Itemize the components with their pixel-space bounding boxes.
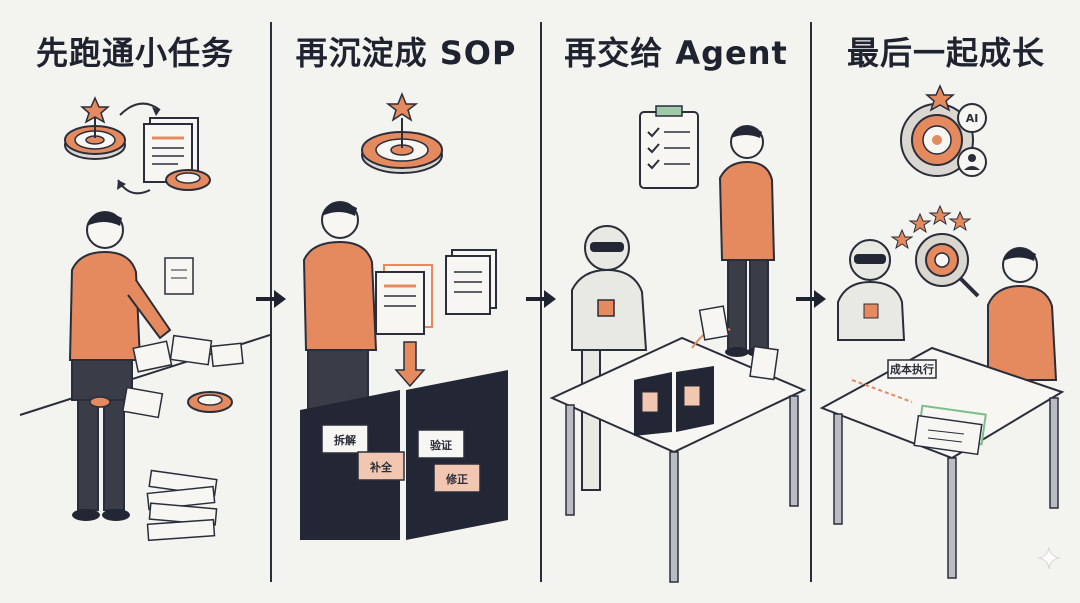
target-icon [362, 94, 442, 173]
scene-small-task [0, 80, 270, 600]
target-icon [65, 98, 125, 159]
scene-grow-together: AI [812, 80, 1080, 600]
panel-title: 最后一起成长 [812, 28, 1080, 74]
magnifier-icon [916, 234, 978, 296]
person-icon [988, 248, 1056, 380]
exec-card: 成本执行 [888, 360, 936, 378]
panel-title: 先跑通小任务 [0, 28, 270, 74]
sop-tag-decompose: 拆解 [334, 433, 356, 447]
person-icon [304, 202, 376, 410]
sop-tag-verify: 验证 [430, 438, 452, 452]
panel-hand-to-agent: 再交给 Agent [542, 0, 810, 603]
robot-icon [572, 226, 646, 490]
ai-badge: AI [958, 104, 986, 132]
panel-title: 再沉淀成 SOP [272, 28, 540, 74]
sparkle-icon [1038, 547, 1060, 569]
person-avatar-icon [958, 148, 986, 176]
paper-pile [147, 470, 216, 540]
panel-grow-together: 最后一起成长 AI [812, 0, 1080, 603]
panel-build-sop: 再沉淀成 SOP [272, 0, 540, 603]
panel-title: 再交给 Agent [542, 28, 810, 74]
panel-run-small-task: 先跑通小任务 [0, 0, 270, 603]
document-stack-icon [914, 406, 986, 455]
scene-build-sop: 拆解 补全 验证 修正 [272, 80, 540, 600]
sop-tag-complete: 补全 [369, 460, 393, 474]
scattered-papers [123, 258, 243, 417]
ai-badge-label: AI [966, 112, 979, 125]
document-stack-icon [376, 250, 496, 334]
clipboard-checklist-icon [640, 106, 698, 188]
scene-hand-to-agent [542, 80, 810, 600]
table [822, 348, 1062, 578]
person-icon [720, 126, 774, 357]
exec-card-label: 成本执行 [890, 362, 934, 376]
sop-tag-correct: 修正 [445, 472, 468, 486]
robot-icon [838, 240, 904, 340]
